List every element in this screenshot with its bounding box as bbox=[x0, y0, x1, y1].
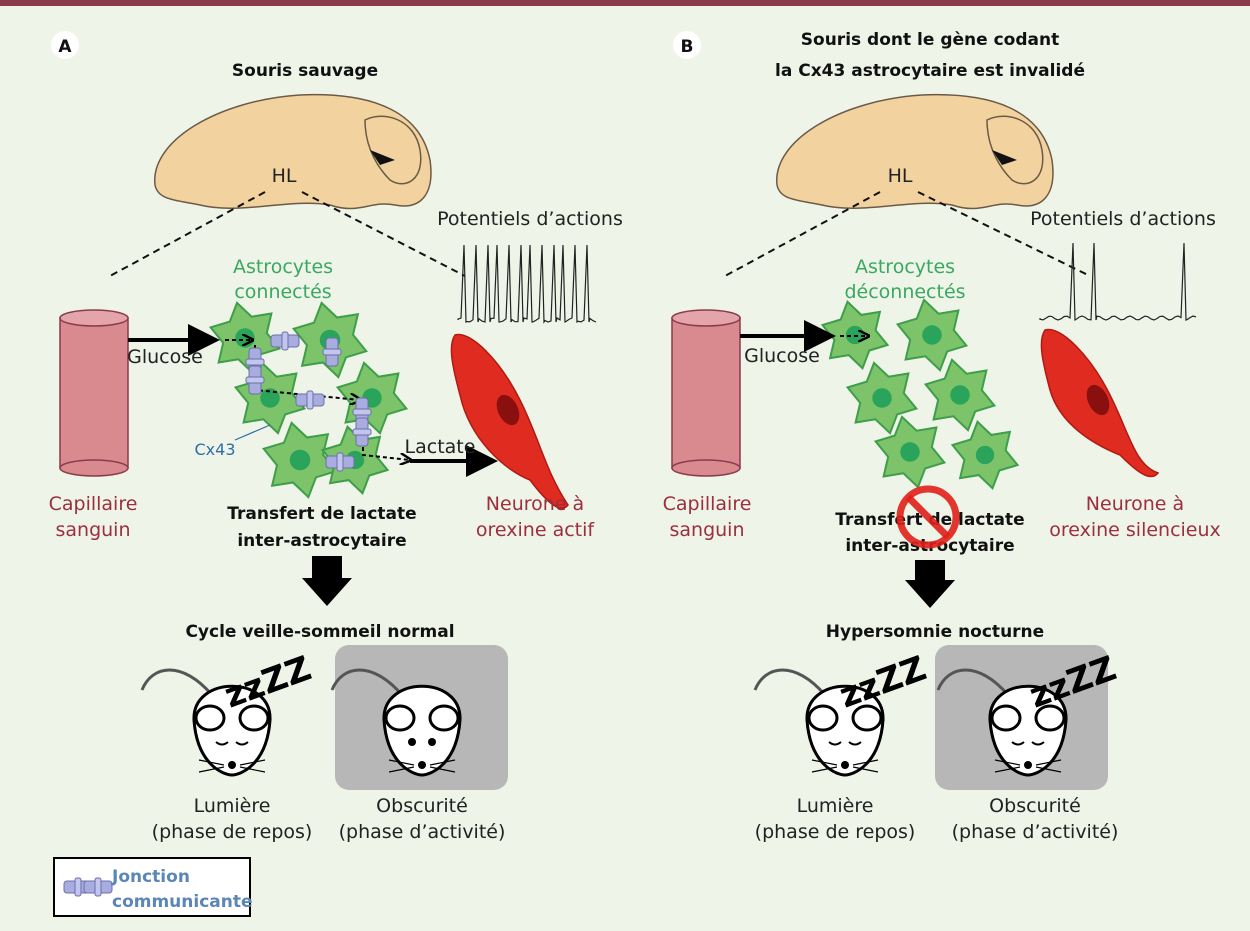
panel-label: A bbox=[58, 37, 72, 57]
light-phase-label: Lumière bbox=[194, 795, 271, 817]
region-label: HL bbox=[272, 165, 297, 187]
astrocyte bbox=[950, 420, 1020, 490]
dark-phase-label: (phase d’activité) bbox=[952, 821, 1119, 843]
sleeping-mouse-icon bbox=[936, 668, 1068, 777]
astrocyte bbox=[233, 361, 307, 435]
capillary-label: sanguin bbox=[55, 519, 130, 541]
action-potentials-label: Potentiels d’actions bbox=[1030, 208, 1216, 230]
gap-junction-icon bbox=[325, 452, 355, 472]
astrocyte bbox=[335, 361, 409, 435]
legend-label: communicante bbox=[112, 892, 253, 912]
brain-icon bbox=[776, 93, 1054, 210]
capillary-label: sanguin bbox=[669, 519, 744, 541]
astrocytes-label: connectés bbox=[234, 281, 331, 303]
neuron-label: Neurone à bbox=[486, 493, 584, 515]
gap-junction-icon bbox=[295, 390, 325, 410]
panel-title: Souris dont le gène codant bbox=[801, 30, 1059, 50]
neuron-label: orexine actif bbox=[476, 519, 595, 541]
legend: Jonction communicante bbox=[53, 857, 253, 917]
dark-phase-label: (phase d’activité) bbox=[339, 821, 506, 843]
panel-label-badge bbox=[51, 31, 79, 59]
zoom-line bbox=[109, 191, 266, 277]
outcome-label: Cycle veille-sommeil normal bbox=[185, 622, 454, 642]
light-phase-label: (phase de repos) bbox=[152, 821, 313, 843]
action-potential-trace bbox=[457, 244, 597, 324]
sleeping-mouse-icon bbox=[140, 668, 272, 777]
neuron-label: Neurone à bbox=[1086, 493, 1184, 515]
astrocyte bbox=[923, 358, 997, 432]
gap-junction-icon bbox=[245, 365, 265, 395]
transfer-label: Transfert de lactate bbox=[227, 504, 416, 524]
astrocyte-cluster bbox=[820, 298, 1020, 490]
astrocyte bbox=[261, 421, 339, 499]
light-phase-label: (phase de repos) bbox=[755, 821, 916, 843]
astrocyte bbox=[845, 361, 919, 435]
panel-b: B Souris dont le gène codant la Cx43 ast… bbox=[663, 30, 1221, 843]
capillary-label: Capillaire bbox=[663, 493, 752, 515]
action-potential-trace bbox=[1039, 242, 1197, 322]
action-potentials-label: Potentiels d’actions bbox=[437, 208, 623, 230]
gap-junction-icon bbox=[83, 877, 113, 897]
gap-junction-icon bbox=[352, 417, 372, 447]
dark-phase-label: Obscurité bbox=[989, 795, 1081, 817]
light-phase-label: Lumière bbox=[797, 795, 874, 817]
astrocyte bbox=[873, 415, 947, 489]
panel-title: la Cx43 astrocytaire est invalidé bbox=[775, 61, 1085, 81]
down-arrow-icon bbox=[302, 556, 352, 606]
panel-label-badge bbox=[673, 31, 701, 59]
legend-label: Jonction bbox=[111, 867, 190, 887]
gap-junction-icon bbox=[270, 331, 300, 351]
down-arrow-icon bbox=[905, 560, 955, 608]
awake-mouse-icon bbox=[330, 668, 462, 777]
lactate-label: Lactate bbox=[405, 436, 476, 458]
capillary-label: Capillaire bbox=[49, 493, 138, 515]
astrocytes-label: Astrocytes bbox=[233, 256, 333, 278]
cx43-pointer bbox=[234, 424, 271, 441]
panel-title: Souris sauvage bbox=[232, 61, 378, 81]
astrocytes-label: Astrocytes bbox=[855, 256, 955, 278]
brain-icon bbox=[154, 93, 432, 210]
transfer-label: inter-astrocytaire bbox=[237, 531, 406, 551]
prohibited-icon bbox=[896, 485, 960, 549]
capillary-icon bbox=[671, 309, 741, 477]
gap-junction-icon bbox=[63, 877, 113, 897]
gap-junction-icon bbox=[322, 337, 342, 367]
glucose-label: Glucose bbox=[127, 346, 203, 368]
glucose-label: Glucose bbox=[744, 345, 820, 367]
astrocytes-label: déconnectés bbox=[844, 281, 965, 303]
gap-junctions bbox=[245, 331, 372, 472]
neuron-label: orexine silencieux bbox=[1049, 519, 1221, 541]
capillary-icon bbox=[59, 309, 129, 477]
cx43-label: Cx43 bbox=[195, 440, 236, 459]
neuron-icon bbox=[450, 333, 569, 509]
outcome-label: Hypersomnie nocturne bbox=[826, 622, 1044, 642]
zoom-line bbox=[301, 191, 466, 277]
panel-a: A Souris sauvage HL Potentiels d’actions… bbox=[49, 31, 623, 843]
zoom-line bbox=[724, 191, 881, 277]
panel-label: B bbox=[681, 37, 694, 57]
region-label: HL bbox=[888, 165, 913, 187]
dark-phase-label: Obscurité bbox=[376, 795, 468, 817]
astrocyte bbox=[895, 298, 969, 372]
neuron-icon bbox=[1040, 328, 1160, 478]
sleeping-mouse-icon bbox=[753, 668, 885, 777]
zoom-line bbox=[917, 191, 1091, 277]
header-bar bbox=[0, 0, 1250, 6]
